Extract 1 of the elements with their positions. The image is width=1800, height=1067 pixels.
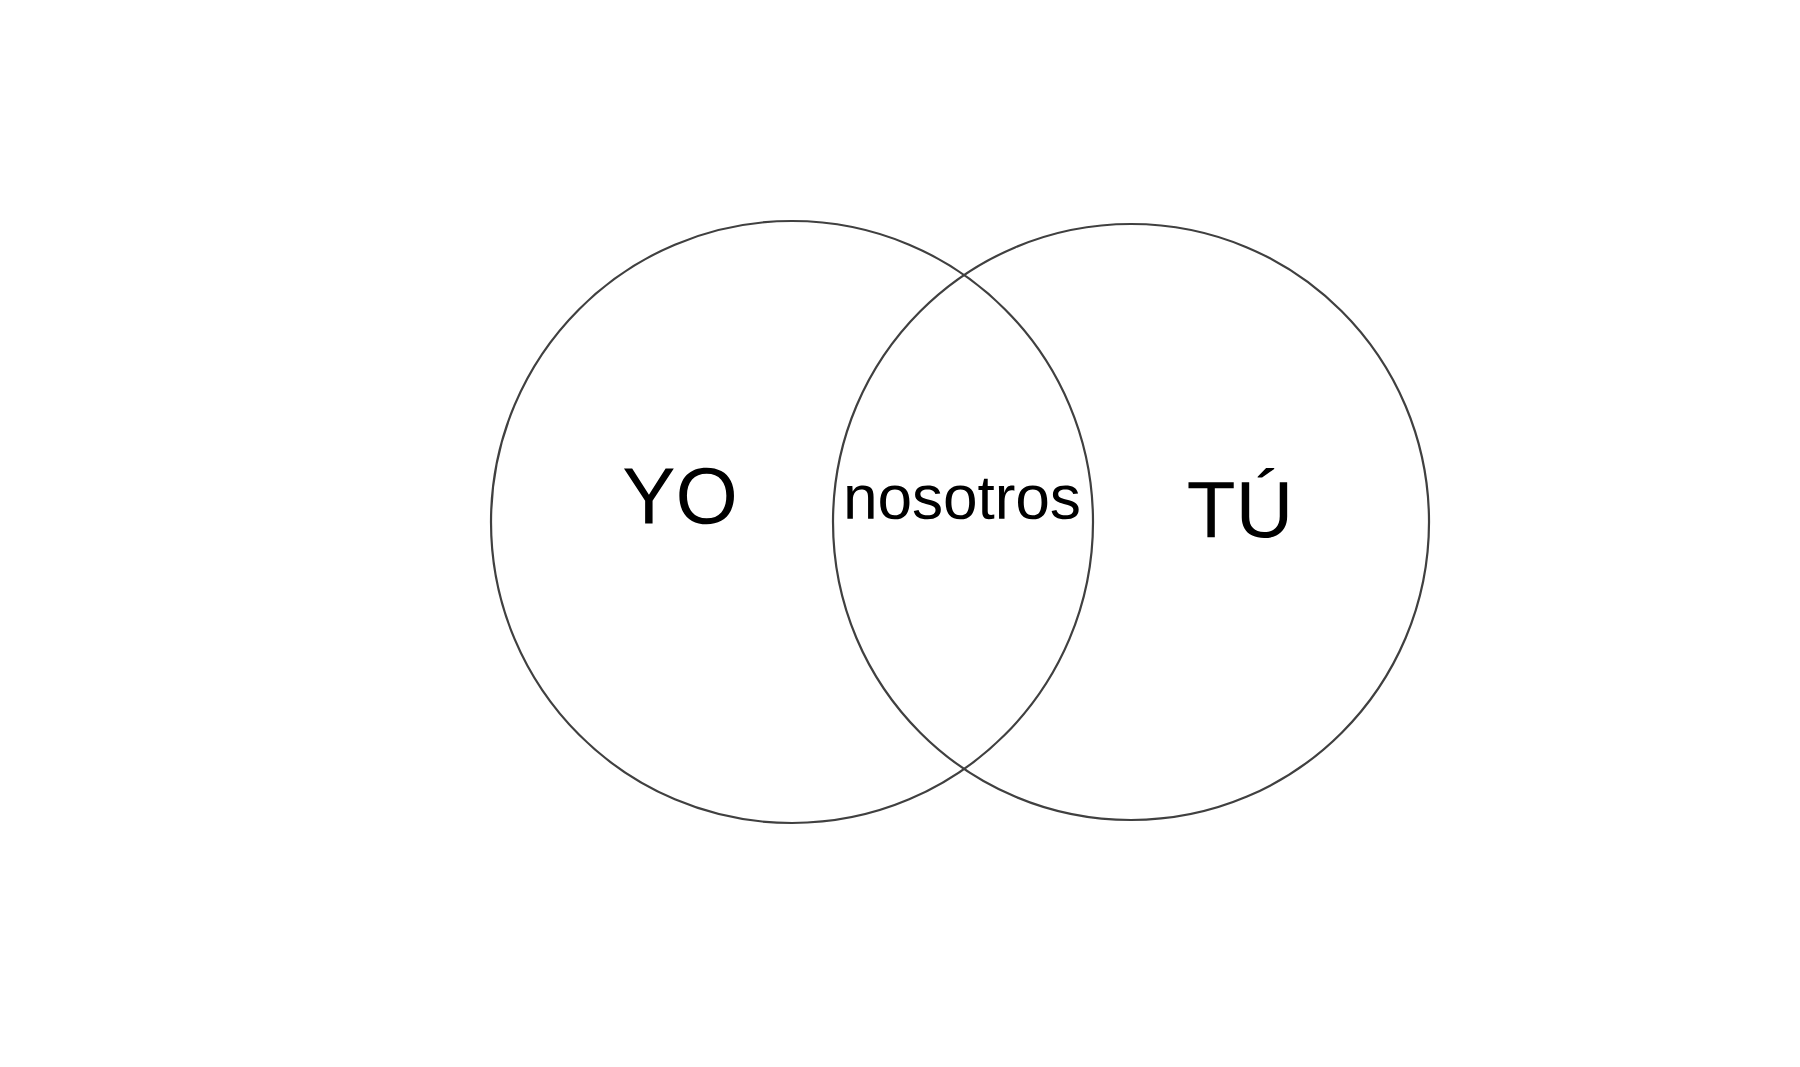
overlap-label: nosotros: [847, 478, 1079, 520]
